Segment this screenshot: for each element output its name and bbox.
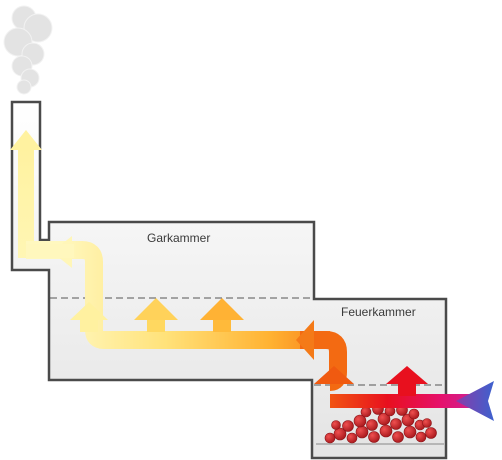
chimney-flow bbox=[10, 130, 42, 258]
fire-chamber-label: Feuerkammer bbox=[341, 305, 416, 319]
heat-arrow-icon bbox=[314, 366, 354, 384]
heat-arrow-icon bbox=[10, 130, 42, 150]
embers-icon bbox=[324, 403, 437, 444]
hot-air-band bbox=[330, 394, 470, 408]
heat-arrow-icon bbox=[200, 298, 244, 332]
air-inlet-icon bbox=[456, 381, 494, 421]
heat-arrow-icon bbox=[386, 366, 428, 396]
heat-arrow-icon bbox=[296, 320, 314, 360]
flow-entry-loop bbox=[26, 241, 330, 349]
heat-arrow-icon bbox=[134, 298, 178, 332]
smoke-cloud-icon bbox=[3, 5, 53, 95]
heat-arrow-icon bbox=[70, 302, 108, 332]
cooking-chamber-label: Garkammer bbox=[147, 231, 211, 245]
